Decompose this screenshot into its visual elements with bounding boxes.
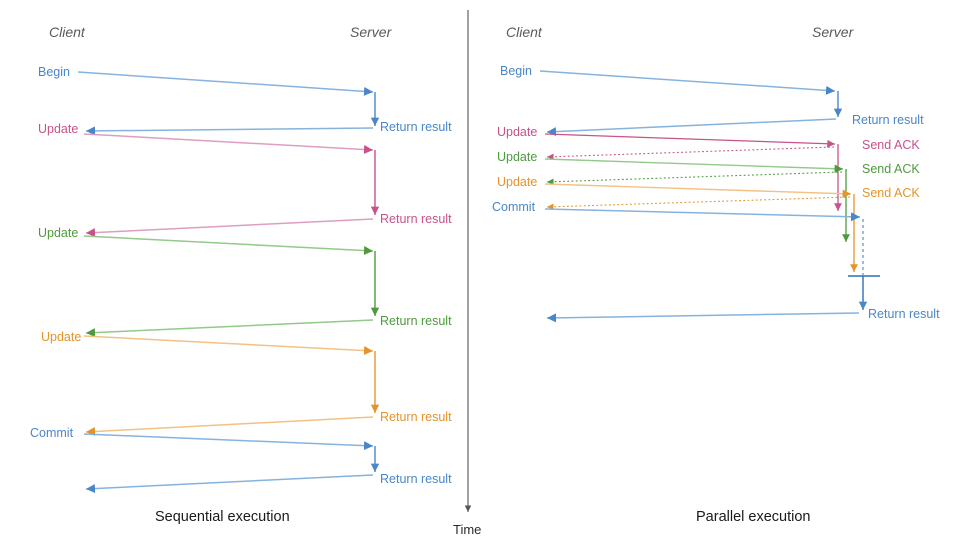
arrow-update2-request xyxy=(83,235,374,256)
left-label-return-2: Return result xyxy=(380,212,452,226)
arrow-update2-return xyxy=(85,319,374,338)
arrow-update3-return xyxy=(85,416,374,437)
left-label-return-3: Return result xyxy=(380,314,452,328)
p-arrow-update3-request xyxy=(544,183,852,198)
right-label-ack-3: Send ACK xyxy=(862,186,920,200)
left-label-return-4: Return result xyxy=(380,410,452,424)
right-label-ack-2: Send ACK xyxy=(862,162,920,176)
left-label-begin: Begin xyxy=(38,65,70,79)
arrow-update3-request xyxy=(83,335,374,356)
left-label-update-2: Update xyxy=(38,226,78,240)
p-arrow-update3-ack xyxy=(546,196,851,211)
left-label-commit: Commit xyxy=(30,426,74,440)
p-arrow-commit-request xyxy=(544,208,861,222)
left-caption: Sequential execution xyxy=(155,509,290,525)
left-lane-title-server: Server xyxy=(350,24,393,40)
p-arrow-update2-request xyxy=(544,158,844,173)
left-label-return-5: Return result xyxy=(380,472,452,486)
p-arrow-update1-ack xyxy=(546,146,835,161)
arrow-begin-request xyxy=(77,71,374,96)
right-label-commit: Commit xyxy=(492,200,536,214)
arrow-update1-request xyxy=(83,133,374,154)
left-lane-title-client: Client xyxy=(49,24,86,40)
right-label-begin: Begin xyxy=(500,64,532,78)
arrow-commit-return xyxy=(85,474,374,494)
right-label-update-3: Update xyxy=(497,175,537,189)
right-lane-title-client: Client xyxy=(506,24,543,40)
arrow-commit-request xyxy=(83,433,374,451)
panel-parallel xyxy=(539,70,880,323)
left-label-update-3: Update xyxy=(41,330,81,344)
p-arrow-update1-request xyxy=(544,133,836,148)
arrow-update1-return xyxy=(85,218,374,238)
right-caption: Parallel execution xyxy=(696,509,810,525)
right-label-ack-1: Send ACK xyxy=(862,138,920,152)
p-arrow-begin-request xyxy=(539,70,836,95)
right-label-return-2: Return result xyxy=(868,307,940,321)
p-arrow-begin-return xyxy=(546,118,837,137)
right-label-update-2: Update xyxy=(497,150,537,164)
right-label-return-1: Return result xyxy=(852,113,924,127)
p-arrow-update2-ack xyxy=(546,171,843,186)
panel-sequential xyxy=(77,71,380,494)
right-label-update-1: Update xyxy=(497,125,537,139)
right-lane-title-server: Server xyxy=(812,24,855,40)
arrow-begin-return xyxy=(85,126,374,136)
time-axis-label: Time xyxy=(453,522,481,537)
left-label-update-1: Update xyxy=(38,122,78,136)
p-arrow-commit-return xyxy=(546,312,860,323)
left-label-return-1: Return result xyxy=(380,120,452,134)
